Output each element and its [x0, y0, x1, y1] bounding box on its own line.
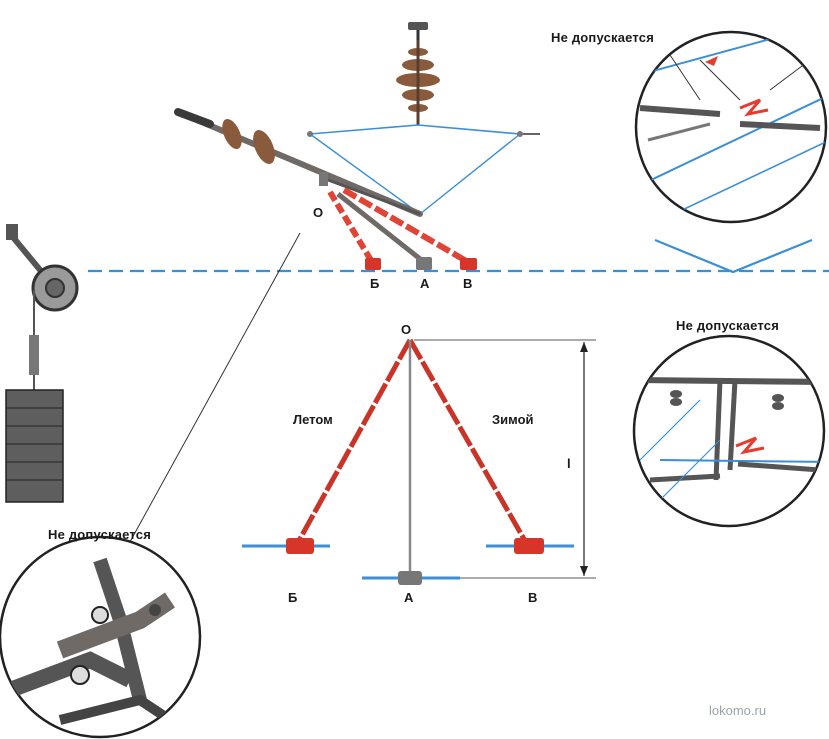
cantilever-insulator-2: [253, 130, 275, 164]
point-b-top-label: Б: [370, 276, 380, 291]
stagger-v-shape: [654, 238, 813, 274]
messenger-wire: [309, 124, 521, 135]
inset-bottom-left: [0, 535, 202, 739]
point-o-bottom-label: О: [401, 322, 412, 337]
inset-middle-right: [632, 334, 826, 528]
not-allowed-label-top: Не допускается: [551, 30, 655, 45]
point-o-top-label: О: [313, 205, 324, 220]
point-v-bottom-label: В: [528, 590, 538, 605]
top-suspension-assembly: [174, 22, 540, 270]
clamp-a-top: [416, 257, 432, 270]
point-v-top-label: В: [463, 276, 473, 291]
clamp-a: [398, 571, 422, 585]
not-allowed-label-bottom: Не допускается: [48, 527, 152, 542]
counterweight-stack: [5, 389, 64, 503]
clamp-v-top: [460, 258, 477, 270]
tension-weight-assembly: [5, 224, 79, 503]
summer-label: Летом: [293, 412, 333, 427]
point-a-bottom-label: А: [404, 590, 414, 605]
winter-label: Зимой: [492, 412, 534, 427]
cantilever-insulator-1: [222, 118, 242, 150]
length-symbol-label: l: [567, 456, 571, 471]
dropper-to-a: [336, 192, 426, 264]
dropper-to-v: [342, 187, 470, 265]
vertical-insulator: [396, 40, 440, 125]
displacement-schematic: [242, 338, 596, 585]
summer-position-bar: [293, 338, 413, 548]
point-b-bottom-label: Б: [288, 590, 298, 605]
not-allowed-label-middle: Не допускается: [676, 318, 780, 333]
clamp-v: [514, 538, 544, 554]
watermark-text: lokomo.ru: [709, 703, 767, 718]
point-a-top-label: А: [420, 276, 430, 291]
clamp-b: [286, 538, 314, 554]
winter-position-bar: [407, 338, 531, 548]
inset-top-right: [634, 30, 828, 224]
inset-pointer-line: [119, 232, 301, 561]
inclined-cantilever: [174, 108, 423, 217]
clamp-b-top: [365, 258, 381, 270]
